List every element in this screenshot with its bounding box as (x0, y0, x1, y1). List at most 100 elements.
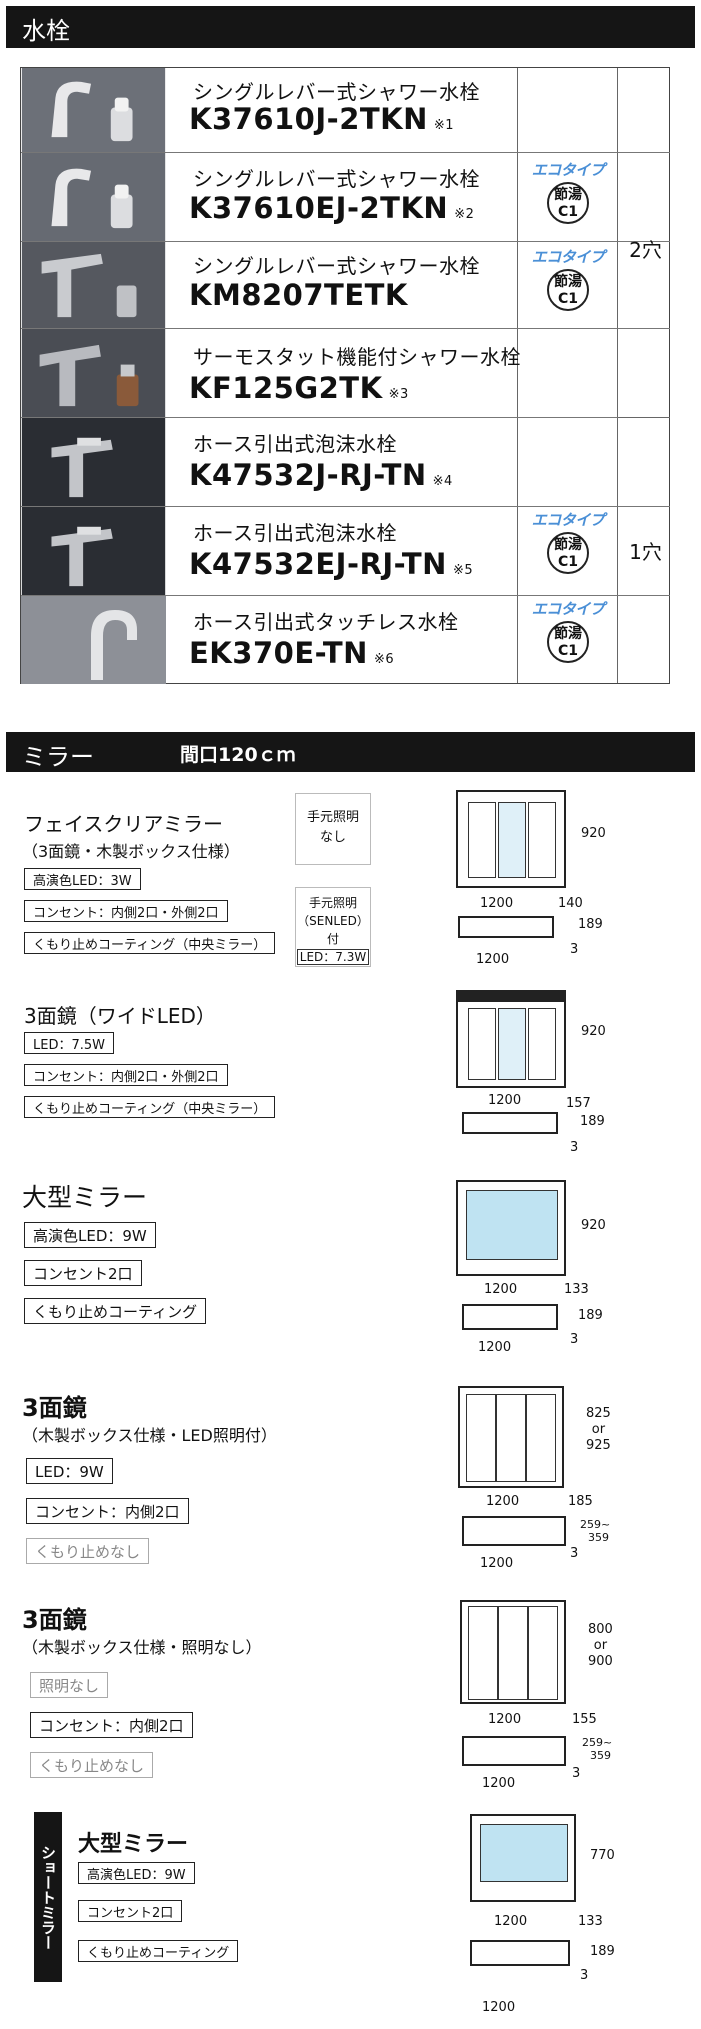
dim-shelf-height: 189 (590, 1944, 615, 1959)
shelf-drawing (462, 1304, 558, 1330)
spec-tag: くもり止めコーティング（中央ミラー） (24, 932, 276, 954)
dim-shelf-height: 189 (578, 917, 603, 932)
shelf-drawing (462, 1516, 566, 1546)
shelf-drawing (470, 1940, 570, 1966)
faucet-model: K37610J-2TKN※1 (189, 102, 455, 136)
faucet-photo (21, 68, 166, 152)
dim-depth: 157 (566, 1096, 591, 1111)
faucet-photo (21, 329, 166, 417)
dim-depth: 185 (568, 1494, 593, 1509)
mirror-section-header: ミラー 間口120ｃｍ (6, 732, 695, 772)
faucet-row: サーモスタット機能付シャワー水栓 KF125G2TK※3 (21, 329, 670, 418)
faucet-name: ホース引出式タッチレス水栓 (193, 610, 459, 634)
dim-width: 1200 (488, 1093, 522, 1108)
dim-shelf-width: 1200 (476, 952, 510, 967)
dim-shelf-depth: 3 (580, 1968, 589, 1983)
mirror-title: 大型ミラー (22, 1183, 148, 1212)
faucet-photo (21, 418, 166, 506)
spec-tag: 高演色LED：9W (24, 1222, 156, 1248)
spec-tag: くもり止めなし (30, 1752, 154, 1778)
mirror-title: 3面鏡 (22, 1394, 87, 1422)
mirror-cabinet-drawing (470, 1814, 576, 1902)
mirror-title: 大型ミラー (78, 1832, 189, 1857)
faucet-section-header: 水栓 (6, 6, 695, 48)
dim-depth: 133 (578, 1914, 603, 1929)
faucet-section-title: 水栓 (22, 17, 70, 45)
dim-shelf-depth: 3 (570, 1546, 579, 1561)
faucet-model: KF125G2TK※3 (189, 371, 409, 405)
hole-count-1: 1穴 (629, 540, 662, 564)
spec-tag: コンセント2口 (24, 1260, 142, 1286)
mirror-cabinet-drawing (458, 1386, 564, 1488)
eco-type-label: エコタイプ (531, 248, 605, 266)
spec-tag: LED：9W (26, 1458, 113, 1484)
spec-tag: コンセント2口 (78, 1900, 183, 1922)
dim-shelf-height: 259~359 (580, 1518, 611, 1544)
faucet-name: シングルレバー式シャワー水栓 (193, 167, 480, 191)
spec-tag: くもり止めコーティング (78, 1940, 239, 1962)
spec-tag: コンセント：内側2口・外側2口 (24, 900, 228, 922)
divider (618, 417, 670, 418)
faucet-photo (21, 596, 166, 684)
faucet-model: K37610EJ-2TKN※2 (189, 191, 475, 225)
spec-tag: LED：7.5W (24, 1032, 114, 1054)
dim-shelf-depth: 3 (570, 1140, 579, 1155)
spec-tag: 高演色LED：9W (78, 1862, 195, 1884)
dim-width: 1200 (484, 1282, 518, 1297)
spec-tag: コンセント：内側2口 (30, 1712, 193, 1738)
faucet-row: シングルレバー式シャワー水栓 K37610J-2TKN※1 (21, 68, 670, 153)
dim-height: 920 (581, 826, 606, 841)
dim-shelf-width: 1200 (482, 2000, 516, 2015)
eco-type-label: エコタイプ (531, 511, 605, 529)
spec-tag: コンセント：内側2口 (26, 1498, 189, 1524)
shelf-drawing (462, 1112, 558, 1134)
dim-depth: 140 (558, 896, 583, 911)
mirror-cabinet-drawing (460, 1600, 566, 1704)
faucet-name: サーモスタット機能付シャワー水栓 (193, 345, 521, 369)
faucet-table: シングルレバー式シャワー水栓 K37610J-2TKN※1 シングルレバー式シャ… (20, 67, 670, 684)
mirror-subtitle: （3面鏡・木製ボックス仕様） (22, 842, 240, 861)
dim-height: 920 (581, 1218, 606, 1233)
mirror-subtitle: （木製ボックス仕様・照明なし） (22, 1638, 262, 1657)
dim-shelf-height: 259~359 (582, 1736, 613, 1762)
faucet-name: ホース引出式泡沫水栓 (193, 432, 397, 456)
faucet-name: シングルレバー式シャワー水栓 (193, 254, 480, 278)
spec-tag: くもり止めコーティング（中央ミラー） (24, 1096, 276, 1118)
divider (617, 68, 618, 683)
dim-shelf-width: 1200 (482, 1776, 516, 1791)
dim-shelf-depth: 3 (570, 942, 579, 957)
dim-depth: 155 (572, 1712, 597, 1727)
mirror-section-title: ミラー (22, 743, 94, 771)
dim-shelf-depth: 3 (572, 1766, 581, 1781)
dim-shelf-width: 1200 (478, 1340, 512, 1355)
dim-shelf-height: 189 (578, 1308, 603, 1323)
mirror-cabinet-drawing (456, 790, 566, 888)
dim-shelf-height: 189 (580, 1114, 605, 1129)
option-box-no-light: 手元照明なし (295, 793, 371, 865)
hole-count-2: 2穴 (629, 238, 662, 262)
dim-depth: 133 (564, 1282, 589, 1297)
dim-width: 1200 (494, 1914, 528, 1929)
shelf-drawing (458, 916, 554, 938)
eco-type-label: エコタイプ (531, 600, 605, 618)
dim-width: 1200 (488, 1712, 522, 1727)
mirror-title: 3面鏡（ワイドLED） (24, 1004, 216, 1028)
spec-tag: 高演色LED：3W (24, 868, 141, 890)
mirror-cabinet-drawing (456, 990, 566, 1088)
dim-height: 770 (590, 1848, 615, 1863)
mirror-title: フェイスクリアミラー (24, 812, 223, 836)
mirror-cabinet-drawing (456, 1180, 566, 1276)
faucet-model: K47532EJ-RJ-TN※5 (189, 547, 474, 581)
